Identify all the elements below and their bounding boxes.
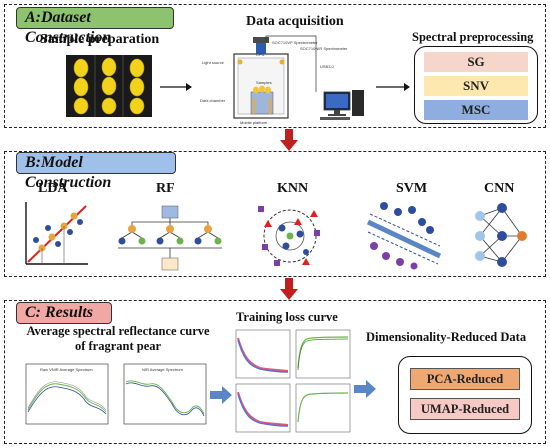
model-lda-label: LDA: [38, 181, 68, 196]
light-source-label: Light source: [202, 60, 225, 65]
panel-a-tag: A:Dataset Construction: [16, 7, 174, 46]
umap-reduced: UMAP-Reduced: [410, 398, 520, 420]
pear-samples-photo: [66, 55, 152, 117]
rf-diagram: [118, 205, 222, 271]
method-snv: SNV: [424, 76, 528, 96]
training-loss-plots: [235, 329, 351, 433]
dark-chamber-label: Dark chamber: [200, 98, 226, 103]
red-down-arrow-1: [280, 129, 298, 151]
spectral-plot-nir-title: NIR Average Spectrum: [142, 367, 184, 372]
spectral-plot-vnir-title: Raw VNIR Average Spectrum: [40, 367, 93, 372]
model-knn-label: KNN: [277, 181, 309, 196]
blue-arrow-2: [354, 380, 376, 398]
usb-label: USB3.0: [320, 64, 335, 69]
avg-spectrum-title-line2: of fragrant pear: [74, 339, 162, 353]
spectral-plot-vnir: Raw VNIR Average Spectrum: [25, 363, 109, 425]
spectral-plot-nir: NIR Average Spectrum: [123, 363, 207, 425]
samples-label: Samples: [256, 80, 272, 85]
method-msc: MSC: [424, 100, 528, 120]
panel-results: [4, 300, 546, 444]
red-down-arrow-2: [280, 278, 298, 300]
data-acquisition-title: Data acquisition: [246, 14, 344, 29]
panel-c-tag: C: Results: [16, 302, 112, 324]
panel-dataset-construction: [4, 4, 546, 128]
lda-diagram: [25, 202, 88, 265]
blue-arrow-1: [210, 386, 232, 404]
cpu-label: CPU: [256, 52, 265, 57]
dimred-title: Dimensionality-Reduced Data: [366, 330, 527, 344]
arrow-to-preprocessing: [376, 83, 410, 91]
model-cnn-label: CNN: [484, 181, 515, 196]
mobile-platform-label: Mobile platform: [240, 120, 268, 125]
acquisition-apparatus-diagram: Light source SOC710VP Spectrometer SOC71…: [200, 35, 364, 125]
preprocessing-box: [414, 46, 538, 124]
pca-reduced: PCA-Reduced: [410, 368, 520, 390]
avg-spectrum-title-line1: Average spectral reflectance curve: [26, 324, 210, 338]
knn-diagram: [258, 206, 320, 266]
spectral-preprocessing-title: Spectral preprocessing: [412, 30, 534, 44]
model-rf-label: RF: [156, 181, 175, 196]
spectrometer-2-label: SOC710NIR Spectrometer: [300, 46, 348, 51]
cnn-diagram: [475, 203, 527, 267]
panel-b-tag: B:Model Construction: [16, 152, 176, 191]
dimred-box: [398, 356, 532, 434]
model-svm-label: SVM: [396, 181, 428, 196]
spectrometer-1-label: SOC710VP Spectrometer: [272, 40, 318, 45]
training-loss-title: Training loss curve: [236, 310, 338, 324]
method-sg: SG: [424, 52, 528, 72]
sample-preparation-title: Sample preparation: [40, 32, 160, 47]
svm-diagram: [366, 202, 442, 270]
arrow-to-acquisition: [160, 83, 192, 91]
panel-model-construction: [4, 151, 546, 277]
